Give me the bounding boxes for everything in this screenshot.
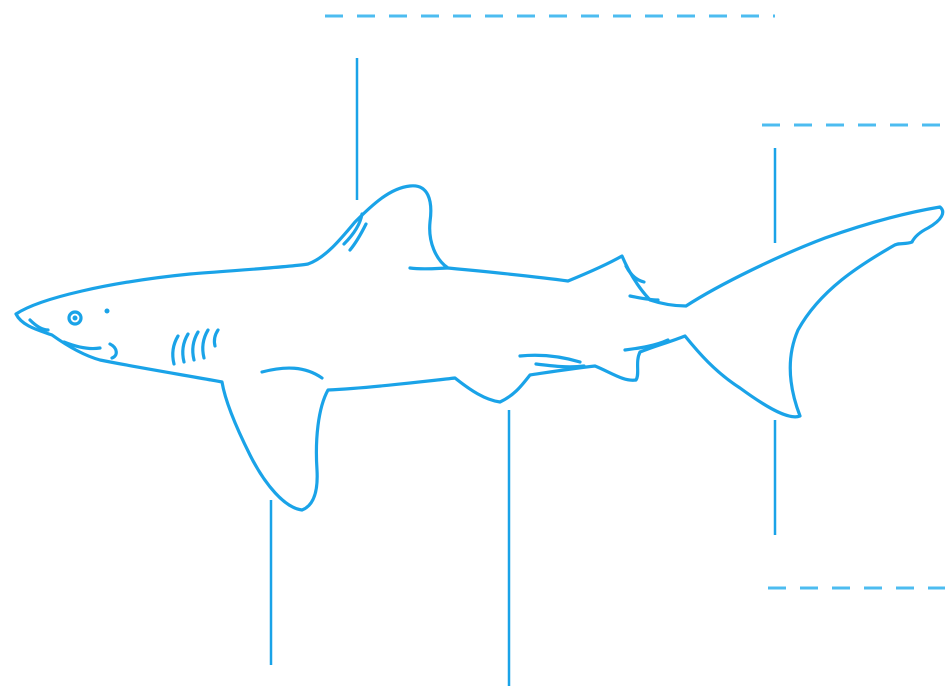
leader-lines bbox=[271, 58, 775, 686]
shark-eye-pupil bbox=[73, 316, 78, 321]
gill-slit bbox=[193, 332, 198, 360]
pectoral-fin-top bbox=[262, 368, 322, 378]
second-dorsal-fin-detail bbox=[626, 266, 658, 300]
shark-outline bbox=[16, 186, 943, 510]
gill-slit bbox=[173, 336, 178, 364]
pelvic-fin-detail bbox=[520, 355, 584, 367]
dashed-guides bbox=[325, 16, 945, 588]
gill-slits bbox=[173, 330, 218, 364]
dorsal-fin-base bbox=[410, 268, 448, 269]
gill-slit bbox=[183, 334, 188, 362]
gill-slit bbox=[203, 330, 208, 358]
shark-nostril bbox=[105, 309, 110, 314]
shark-mouth-corner bbox=[110, 344, 116, 358]
shark-body bbox=[16, 186, 943, 510]
gill-slit bbox=[214, 330, 218, 346]
